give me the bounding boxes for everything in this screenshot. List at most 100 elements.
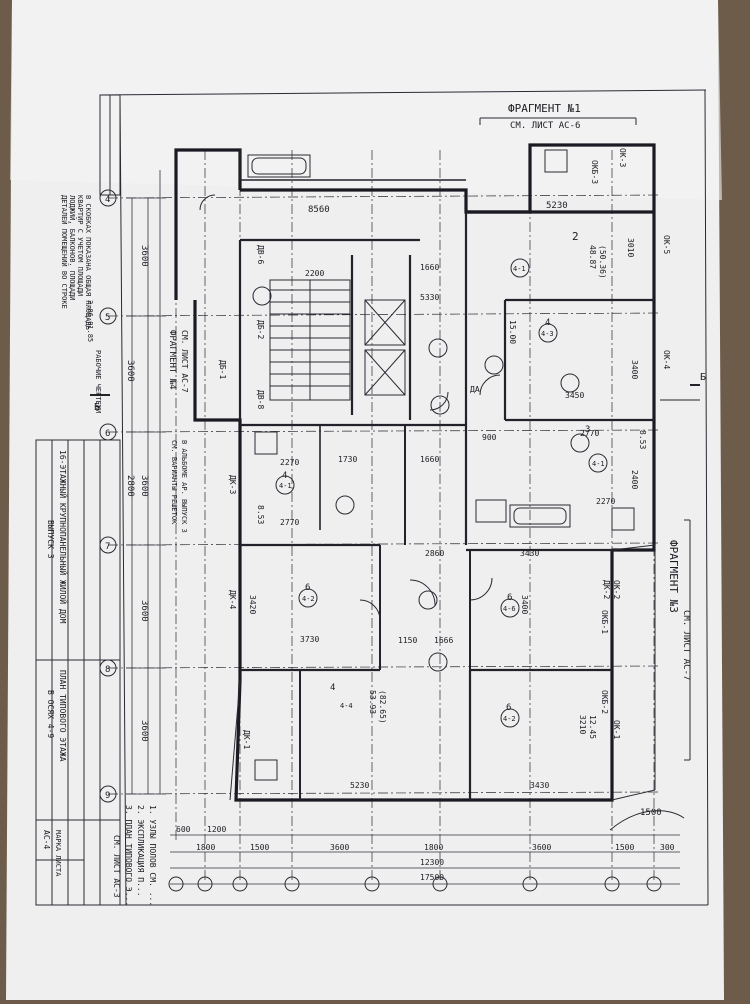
dim-h-10: 1660 <box>420 455 439 464</box>
fragment4-title: ФРАГМЕНТ №4 <box>167 330 177 390</box>
axis-label-9: 9 <box>105 791 110 801</box>
mark-dv6: ДВ-6 <box>256 245 265 264</box>
mark-dk4: ДК-4 <box>228 590 237 609</box>
mark-db2: ДБ-2 <box>256 320 265 339</box>
dim-v-7: 3400 <box>520 595 529 614</box>
stamp-line2: ВЫПУСК 3 <box>46 520 55 559</box>
sidebar-note-3: ЛОДЖИЙ, БАЛКОНОВ. ПЛОЩАДИ <box>68 195 77 300</box>
dim-h-4: 1660 <box>420 263 439 272</box>
cut-label-right: Б <box>700 372 706 383</box>
axis-label-6: 6 <box>105 429 110 439</box>
stamp-sheet-code: АС-4 <box>42 830 51 849</box>
bottom-dim-9: 1500 <box>250 843 269 852</box>
mark-dv8: ДВ-8 <box>256 390 265 409</box>
mark-dk3: ДК-3 <box>228 475 237 494</box>
dim-h-11: 2860 <box>425 549 444 558</box>
bottom-dimension-lines <box>168 834 680 892</box>
bottom-dim-7: 300 <box>660 843 675 852</box>
pencil-note: 1500 <box>640 808 662 818</box>
stamp-label-variants: СМ. ВАРИАНТЫ РЕШЕТОК <box>170 440 178 525</box>
mark-okb1: ОКБ-1 <box>600 610 609 634</box>
dim-v-10: 2400 <box>630 470 639 489</box>
room-5-num: 6 <box>507 593 512 603</box>
bottom-dim-3: 3600 <box>330 843 349 852</box>
fragment3-title: ФРАГМЕНТ №3 <box>667 540 680 613</box>
dim-h-5: 5330 <box>420 293 439 302</box>
dim-v-1: 3600 <box>139 245 149 267</box>
mark-ok5: ОК-5 <box>662 235 671 254</box>
mark-okb3: ОКБ-3 <box>590 160 599 184</box>
bottom-dim-6: 1500 <box>615 843 634 852</box>
room-4-code: 4-2 <box>302 595 315 603</box>
room-8-num: 4 <box>282 471 287 481</box>
room-1-area: 48.87 <box>588 245 597 269</box>
room-2-num: 4 <box>545 318 550 328</box>
bottom-total-1: 12300 <box>420 858 444 867</box>
dim-v-5: 2800 <box>125 475 135 497</box>
fragment4-ref: СМ. ЛИСТ АС-7 <box>180 330 189 393</box>
dim-h-1: 8560 <box>308 205 330 215</box>
room-markers <box>252 258 608 728</box>
sidebar-note-4: ДЕТАЛЕЙ ПОМЕЩЕНИЙ ВО СТРОКЕ <box>60 195 69 309</box>
room-6-area: 53.93 <box>368 690 377 714</box>
mark-ok4: ОК-4 <box>662 350 671 369</box>
title-strip <box>35 439 121 906</box>
dim-h-20: 900 <box>482 433 497 442</box>
stamp-dates: 2.06.01.85 <box>86 300 94 342</box>
dim-v-8: 3420 <box>248 595 257 614</box>
room-2-area: 15.00 <box>508 320 517 344</box>
bottom-dim-8: 1800 <box>196 843 215 852</box>
dim-v-12: 3010 <box>626 238 635 257</box>
bottom-dim-2: 1200 <box>207 825 226 834</box>
dim-h-19: 1150 <box>398 636 417 645</box>
dim-v-2: 3600 <box>139 475 149 497</box>
bottom-dim-5: 3600 <box>532 843 551 852</box>
dim-v-6: 3600 <box>125 360 135 382</box>
axis-label-4: 4 <box>105 195 110 205</box>
room-1-code: 4-1 <box>513 265 526 273</box>
room-7-area: 12.45 <box>588 715 597 739</box>
stamp-label-vyp: В АЛЬБОМЕ АР. ВЫПУСК 3 <box>180 440 188 533</box>
dim-h-2: 5230 <box>546 201 568 211</box>
room-6-num: 4 <box>330 683 335 693</box>
left-note-2: 2. ЭКСПЛИКАЦИЯ П... <box>136 805 145 897</box>
dim-h-3: 2200 <box>305 269 324 278</box>
mark-da: ДА <box>470 385 480 394</box>
room-6-area2: (82.65) <box>378 690 387 724</box>
fragment3-ref: СМ. ЛИСТ АС-7 <box>681 610 691 680</box>
fragment1-ref: СМ. ЛИСТ АС-6 <box>510 121 580 131</box>
axis-label-8: 8 <box>105 665 110 675</box>
room-7-num: 6 <box>506 703 511 713</box>
sidebar-note-1: В СКОБКАХ ПОКАЗАНА ОБЩАЯ ПЛОЩАДЬ <box>84 195 92 330</box>
room-3-code: 4-1 <box>592 460 605 468</box>
bottom-dim-4: 1800 <box>424 843 443 852</box>
room-3-num: 3 <box>585 425 590 435</box>
mark-okb2: ОКБ-2 <box>600 690 609 714</box>
dim-h-17: 2770 <box>280 518 299 527</box>
room-4-num: 6 <box>305 583 310 593</box>
mark-ok2: ОК-2 <box>612 580 621 599</box>
axis-label-7: 7 <box>105 542 110 552</box>
dim-h-12: 3430 <box>520 549 539 558</box>
dim-h-9: 1730 <box>338 455 357 464</box>
sidebar-note-2: КВАРТИР С УЧЕТОМ ПЛОЩАДИ <box>76 195 84 296</box>
room-8-code: 4-1 <box>279 482 292 490</box>
left-note-1: 1. УЗЛЫ ПОЛОВ СМ. ... <box>148 805 157 906</box>
stamp-line3: ПЛАН ТИПОВОГО ЭТАЖА <box>58 670 67 762</box>
building-walls <box>90 117 700 831</box>
dim-v-11: 3400 <box>630 360 639 379</box>
mark-db1: ДБ-1 <box>218 360 227 379</box>
fragment1-title: ФРАГМЕНТ №1 <box>508 102 581 115</box>
dim-v-9: 3210 <box>578 715 587 734</box>
stamp-line4: В ОСЯХ 4-9 <box>46 690 55 738</box>
stamp-line1: 16-ЭТАЖНЫЙ КРУПНОПАНЕЛЬНЫЙ ЖИЛОЙ ДОМ <box>58 450 69 624</box>
cut-label-left: Б <box>94 402 100 413</box>
left-note-4: СМ. ЛИСТ АС-3 <box>112 835 121 898</box>
mark-dk2: ДК-2 <box>602 580 611 599</box>
room-1-num: 2 <box>572 230 579 243</box>
stamp-mark: МАРКА ЛИСТА <box>54 830 62 877</box>
dim-h-8: 2270 <box>280 458 299 467</box>
left-dimension-lines <box>126 170 166 795</box>
